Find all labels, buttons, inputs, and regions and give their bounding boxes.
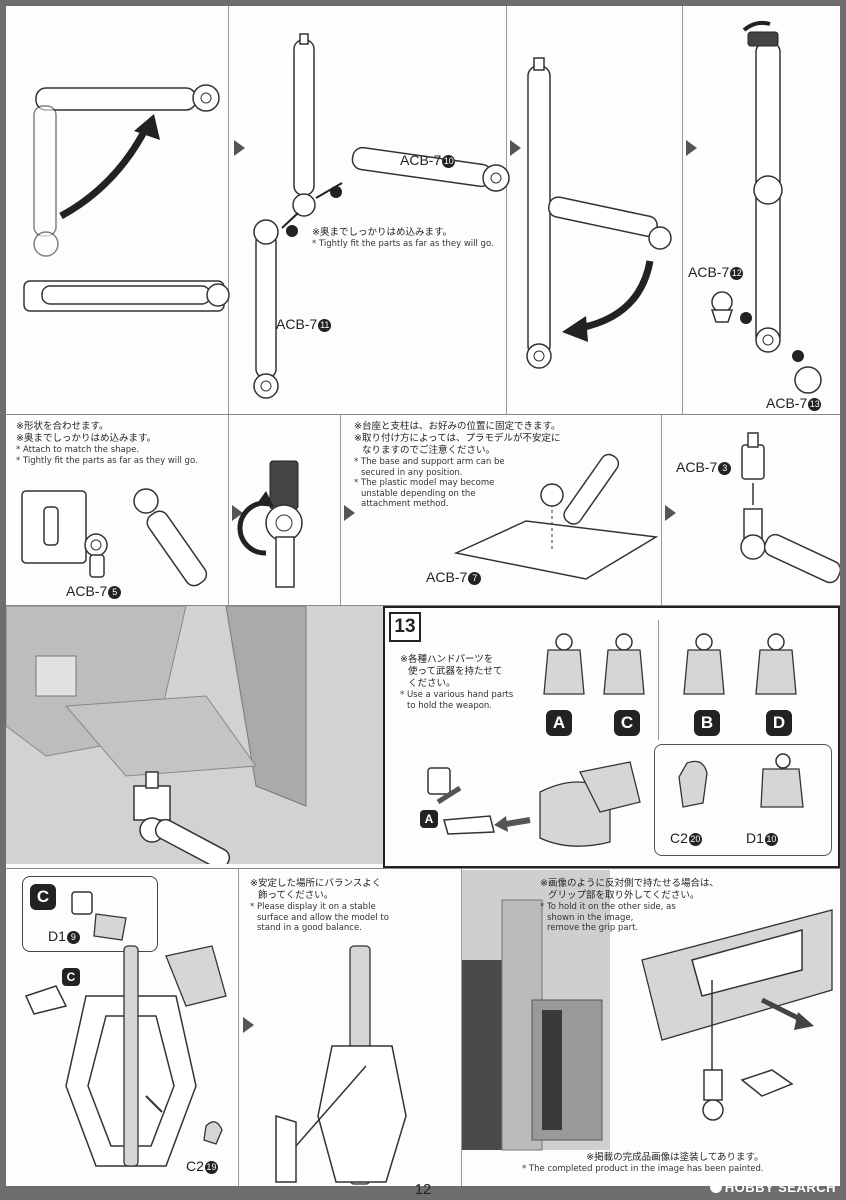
- divider: [661, 415, 662, 605]
- model-photo-illustration: [6, 606, 388, 864]
- page-number: 12: [414, 1181, 432, 1198]
- photo-support-panel: [6, 606, 388, 864]
- hand-detail-illustration: [678, 753, 804, 808]
- next-step-arrow-icon: [243, 1017, 254, 1033]
- divider: [461, 869, 462, 1186]
- divider: [228, 6, 229, 414]
- next-step-arrow-icon: [686, 140, 697, 156]
- step-number: 13: [389, 612, 421, 642]
- weapon-frame-illustration: [24, 945, 227, 1167]
- adapter-attach-illustration: [740, 432, 840, 584]
- divider: [228, 415, 229, 605]
- shape-note: ※形状を合わせます。 ※奥までしっかりはめ込みます。 * Attach to m…: [16, 421, 198, 466]
- hand-parts-note: ※各種ハンドパーツを 使って武器を持たせて ください。 * Use a vari…: [400, 654, 514, 711]
- divider: [658, 620, 659, 740]
- hand-type-badge: C: [614, 710, 640, 736]
- middle-row-panel: ※形状を合わせます。 ※奥までしっかりはめ込みます。 * Attach to m…: [6, 414, 840, 606]
- grip-removal-note: ※画像のように反対側で持たせる場合は、 グリップ部を取り外してください。 * T…: [540, 878, 719, 933]
- hand-type-badge: D: [766, 710, 792, 736]
- completed-model-photo: [462, 870, 833, 1151]
- fit-note: ※奥までしっかりはめ込みます。 * Tightly fit the parts …: [312, 227, 494, 249]
- painted-note: ※掲載の完成品画像は塗装してあります。 * The completed prod…: [522, 1152, 764, 1174]
- divider: [238, 869, 239, 1186]
- hand-type-badge: C: [30, 884, 56, 910]
- watermark: HOBBY SEARCH: [709, 1180, 836, 1195]
- hand-type-badge: B: [694, 710, 720, 736]
- next-step-arrow-icon: [665, 505, 676, 521]
- weapon-stand-illustration: [275, 945, 407, 1185]
- divider: [506, 6, 507, 414]
- display-note: ※安定した場所にバランスよく 飾ってください。 * Please display…: [250, 878, 389, 933]
- divider: [682, 6, 683, 414]
- hand-type-badge: A: [420, 810, 438, 828]
- next-step-arrow-icon: [344, 505, 355, 521]
- arm-joint-illustration: [710, 20, 822, 394]
- display-base-illustration: [453, 453, 659, 580]
- weapon-grip-illustration: [427, 761, 641, 847]
- next-step-arrow-icon: [510, 140, 521, 156]
- arm-assembly-illustration: [253, 33, 510, 399]
- grip-hand-illustration: [71, 891, 127, 941]
- next-step-arrow-icon: [234, 140, 245, 156]
- base-note: ※台座と支柱は、お好みの位置に固定できます。 ※取り付け方によっては、プラモデル…: [354, 421, 561, 509]
- joint-connector-illustration: [21, 488, 208, 587]
- hand-parts-illustration: [543, 633, 797, 695]
- arm-fold-illustration: [526, 57, 672, 369]
- next-step-arrow-icon: [232, 505, 243, 521]
- hand-type-badge: A: [546, 710, 572, 736]
- divider: [340, 415, 341, 605]
- watermark-logo-icon: [709, 1181, 722, 1193]
- hand-parts-box: [654, 744, 832, 856]
- hand-type-badge: C: [62, 968, 80, 986]
- rotate-joint-illustration: [237, 460, 303, 588]
- support-arm-rotate-illustration: [23, 84, 230, 312]
